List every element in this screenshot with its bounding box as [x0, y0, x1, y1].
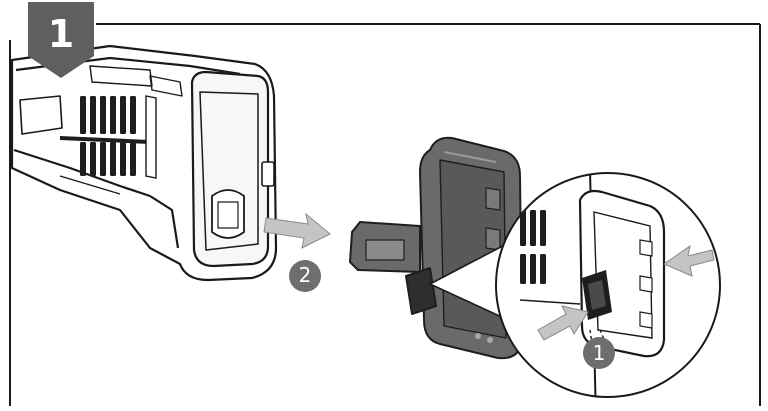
tool-housing — [10, 44, 278, 282]
callout-2-marker — [289, 260, 321, 292]
step-badge-icon — [28, 2, 94, 78]
release-button-icon — [582, 270, 612, 320]
illustration-frame — [9, 23, 761, 406]
callout-2-label: 2 — [298, 263, 312, 287]
callout-1-marker — [583, 337, 615, 369]
callout-1-label: 1 — [592, 341, 606, 365]
push-arrow-icon — [537, 244, 715, 341]
pull-arrow-icon — [263, 212, 331, 249]
step-number: 1 — [47, 12, 75, 56]
housing-vents — [60, 95, 157, 179]
battery-pack — [349, 136, 523, 360]
